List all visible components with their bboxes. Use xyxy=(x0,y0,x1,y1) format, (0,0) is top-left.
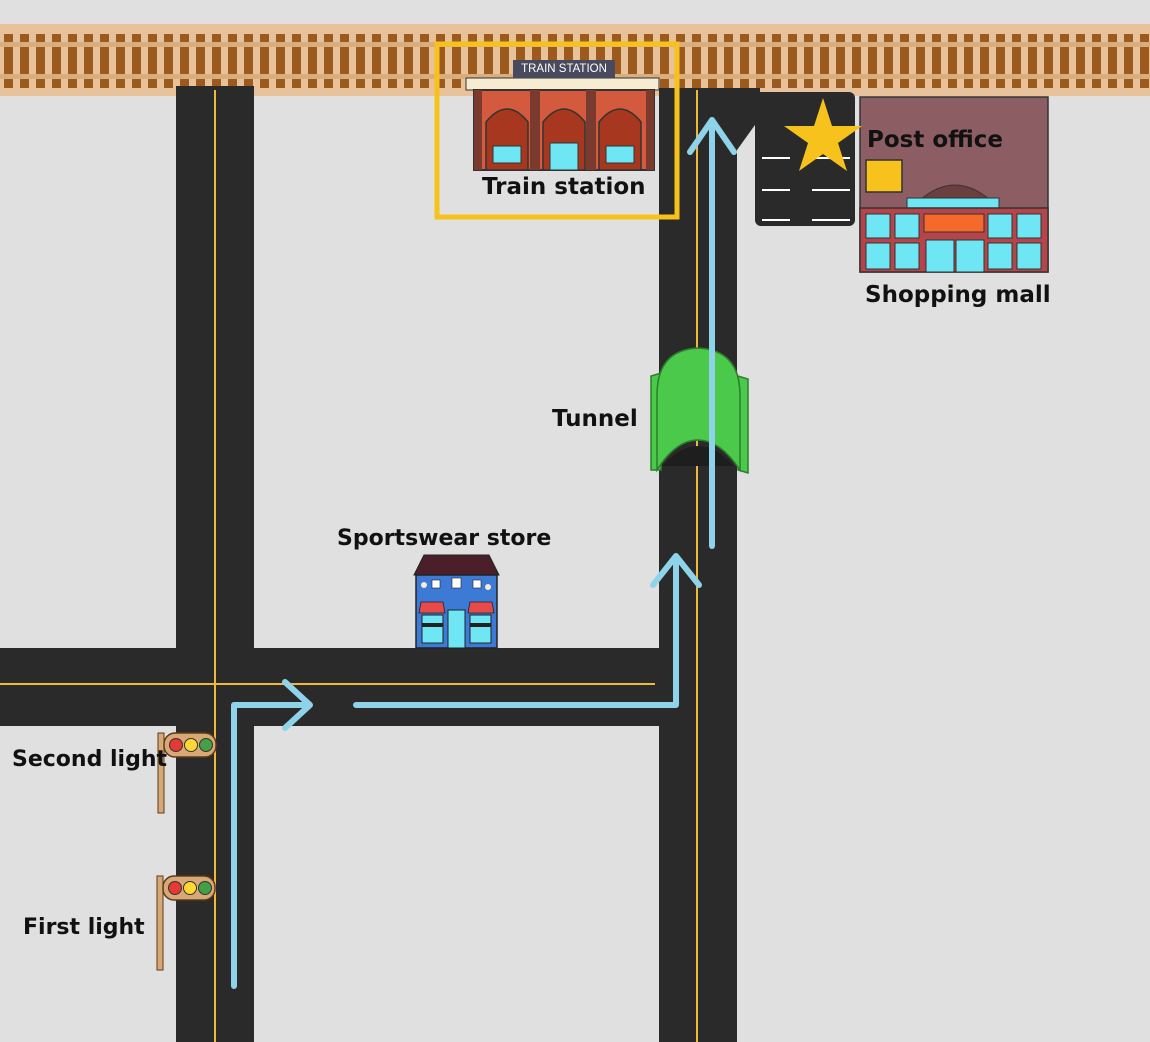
railway-tie xyxy=(820,34,829,88)
railway-tie xyxy=(84,34,93,88)
second-light-label: Second light xyxy=(12,747,167,772)
railway-tie xyxy=(196,34,205,88)
railway-tie xyxy=(340,34,349,88)
star-icon xyxy=(784,98,862,171)
railway-tie xyxy=(1140,34,1149,88)
railway-tie xyxy=(404,34,413,88)
railway-tie xyxy=(484,34,493,88)
railway-tie xyxy=(1044,34,1053,88)
railway-tie xyxy=(708,34,717,88)
tunnel-icon xyxy=(650,347,749,475)
tunnel-label: Tunnel xyxy=(552,406,638,432)
railway-tie xyxy=(1076,34,1085,88)
railway-tie xyxy=(292,34,301,88)
railway-tie xyxy=(756,34,765,88)
railway-tie xyxy=(1028,34,1037,88)
train-station-highlight-box xyxy=(434,41,680,220)
first-light-label: First light xyxy=(23,915,145,940)
railway-tie xyxy=(468,34,477,88)
road-horizontal xyxy=(0,648,737,726)
railway-tie xyxy=(20,34,29,88)
railway-tie xyxy=(836,34,845,88)
shopping-mall-label: Shopping mall xyxy=(865,282,1051,308)
road-post-office-access xyxy=(737,88,760,150)
railway-tie xyxy=(180,34,189,88)
railway-tie xyxy=(244,34,253,88)
railway-tie xyxy=(1012,34,1021,88)
railway-tie xyxy=(692,34,701,88)
railway-tie xyxy=(100,34,109,88)
railway-tie xyxy=(68,34,77,88)
train-station-sign: TRAIN STATION xyxy=(513,60,615,78)
railway-tie xyxy=(116,34,125,88)
railway-tie xyxy=(788,34,797,88)
railway-tie xyxy=(644,34,653,88)
railway-tie xyxy=(932,34,941,88)
railway-tie xyxy=(436,34,445,88)
railway-tie xyxy=(676,34,685,88)
railway-tie xyxy=(324,34,333,88)
railway-tie xyxy=(52,34,61,88)
post-office-icon xyxy=(865,159,903,193)
railway-tie xyxy=(916,34,925,88)
railway-tie xyxy=(452,34,461,88)
train-station-label: Train station xyxy=(482,174,646,200)
railway-tie xyxy=(1060,34,1069,88)
traffic-light-icon xyxy=(157,732,217,814)
railway-tie xyxy=(980,34,989,88)
railway-tie xyxy=(164,34,173,88)
railway-tie xyxy=(356,34,365,88)
traffic-light-icon xyxy=(156,875,216,971)
railway-tie xyxy=(900,34,909,88)
railway-tie xyxy=(148,34,157,88)
railway-tie xyxy=(276,34,285,88)
railway-tie xyxy=(884,34,893,88)
railway-tie xyxy=(772,34,781,88)
railway-tie xyxy=(1092,34,1101,88)
railway-tie xyxy=(420,34,429,88)
railway-tie xyxy=(1124,34,1133,88)
sportswear-store-label: Sportswear store xyxy=(337,526,552,551)
railway-tie xyxy=(628,34,637,88)
post-office-label: Post office xyxy=(867,127,1004,153)
railway-tie xyxy=(612,34,621,88)
railway-tie xyxy=(308,34,317,88)
railway-tie xyxy=(260,34,269,88)
railway-tie xyxy=(724,34,733,88)
railway-tie xyxy=(132,34,141,88)
railway-tie xyxy=(852,34,861,88)
railway-tie xyxy=(500,34,509,88)
railway-tie xyxy=(948,34,957,88)
railway-tie xyxy=(228,34,237,88)
railway-tie xyxy=(372,34,381,88)
railway-tie xyxy=(212,34,221,88)
railway-tie xyxy=(964,34,973,88)
railway-tie xyxy=(740,34,749,88)
shopping-mall-building xyxy=(859,96,1049,273)
route-arrow xyxy=(231,117,737,989)
railway-tie xyxy=(4,34,13,88)
railway-tie xyxy=(996,34,1005,88)
railway-tie xyxy=(868,34,877,88)
train-station-building xyxy=(465,77,660,171)
railway-tie xyxy=(660,34,669,88)
sportswear-store-building xyxy=(413,554,500,649)
railway-tie xyxy=(1108,34,1117,88)
railway-tie xyxy=(804,34,813,88)
railway-tie xyxy=(388,34,397,88)
railway-tie xyxy=(36,34,45,88)
